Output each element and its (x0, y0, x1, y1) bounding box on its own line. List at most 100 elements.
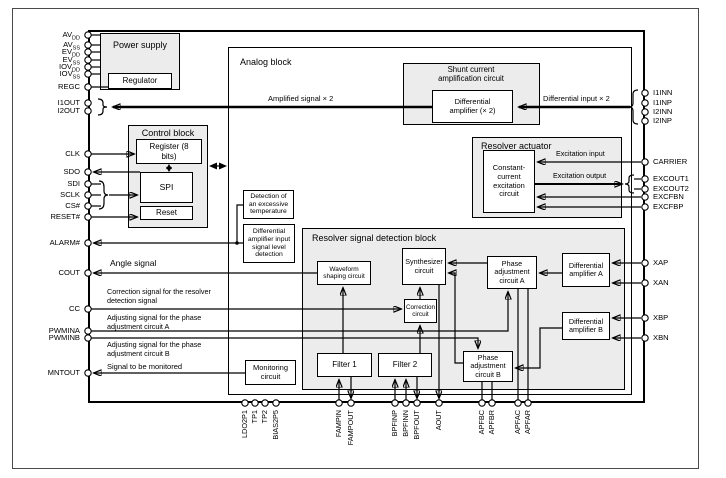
temp-detect-label: Detection of an excessive temperature (248, 192, 289, 216)
pin-label-aout: AOUT (434, 410, 443, 431)
pin-label-avss-base: AV (63, 40, 73, 49)
regulator-box: Regulator (108, 73, 172, 89)
pin-label-cc: CC (69, 304, 80, 313)
phase-adjust-b-box: Phase adjustment circuit B (463, 351, 513, 382)
reset-box: Reset (140, 206, 193, 220)
excitation-output-label: Excitation output (553, 171, 607, 180)
regulator-label: Regulator (122, 76, 158, 86)
pin-label-reset: RESET# (50, 212, 80, 221)
pin-label-evss-base: EV (62, 55, 73, 64)
pin-label-apfac: APFAC (513, 410, 522, 434)
temp-detect-box: Detection of an excessive temperature (243, 190, 294, 219)
diff-input-detect-box: Differential amplifier input signal leve… (243, 224, 295, 263)
pin-label-evss: EVSS (62, 55, 80, 67)
amplified-signal-label: Amplified signal × 2 (268, 94, 334, 103)
pin-label-avss-sub: SS (72, 45, 80, 52)
pin-label-fampin: FAMPIN (334, 410, 343, 438)
pin-label-evss-sub: SS (72, 60, 80, 67)
filter2-box: Filter 2 (378, 353, 432, 377)
pin-label-alarm: ALARM# (49, 238, 80, 247)
monitoring-box: Monitoring circuit (245, 360, 296, 385)
pin-label-evdd-sub: DD (72, 52, 80, 59)
pin-label-i2out: I2OUT (57, 106, 80, 115)
diff-amp-b-label: Differential amplifier B (568, 316, 604, 334)
pin-label-avss: AVSS (63, 40, 80, 52)
register-box: Register (8 bits) (136, 139, 202, 164)
correction-box: Correction circuit (404, 299, 437, 323)
pin-label-iovss-sub: SS (72, 74, 80, 81)
pin-label-ldo2p1: LDO2P1 (240, 410, 249, 438)
pin-label-iovss: IOVSS (59, 69, 80, 81)
pin-label-i1inp: I1INP (653, 98, 672, 107)
pin-label-excfbn: EXCFBN (653, 192, 684, 201)
waveform-box: Waveform shaping circuit (317, 261, 371, 285)
pin-label-bpfout: BPFOUT (412, 410, 421, 440)
pin-label-carrier: CARRIER (653, 157, 688, 166)
control-block-title: Control block (141, 128, 195, 138)
pin-label-sclk: SCLK (60, 190, 80, 199)
adjust-b-signal-label: Adjusting signal for the phase adjustmen… (107, 340, 202, 358)
monitored-signal-label: Signal to be monitored (107, 362, 183, 371)
pin-label-apfbr: APFBR (487, 410, 496, 435)
pin-label-mntout: MNTOUT (47, 368, 80, 377)
spi-label: SPI (159, 181, 174, 192)
adjust-a-signal-label: Adjusting signal for the phase adjustmen… (107, 313, 202, 331)
const-current-box: Constant-current excitation circuit (483, 150, 535, 213)
filter1-label: Filter 1 (332, 360, 357, 370)
figure-frame (12, 8, 699, 469)
pin-label-avdd-base: AV (62, 30, 73, 39)
pin-label-i1out: I1OUT (57, 98, 80, 107)
pin-label-fampout: FAMPOUT (346, 410, 355, 446)
pin-label-regc: REGC (58, 82, 80, 91)
synthesizer-box: Synthesizer circuit (402, 248, 446, 285)
resolver-actuator-title: Resolver actuator (481, 141, 552, 151)
pin-label-evdd: EVDD (61, 47, 80, 59)
diff-amp-x2-box: Differential amplifier (× 2) (432, 90, 513, 123)
pin-label-bpfinn: BPFINN (401, 410, 410, 437)
pin-label-bias2p5: BIAS2P5 (271, 410, 280, 440)
pin-label-sdi: SDI (67, 179, 80, 188)
diff-amp-a-box: Differential amplifier A (562, 253, 610, 287)
monitoring-label: Monitoring circuit (252, 362, 289, 381)
pin-label-i2inp: I2INP (653, 116, 672, 125)
pin-label-apfar: APFAR (523, 410, 532, 434)
correction-label: Correction circuit (405, 303, 436, 318)
pin-label-excout2: EXCOUT2 (653, 184, 689, 193)
pin-label-apfbc: APFBC (477, 410, 486, 435)
diff-amp-b-box: Differential amplifier B (562, 312, 610, 340)
shunt-current-title: Shunt current amplification circuit (438, 65, 504, 83)
pin-label-avdd: AVDD (62, 30, 80, 42)
pin-label-i2inn: I2INN (653, 107, 673, 116)
pin-label-i1inn: I1INN (653, 88, 673, 97)
pin-label-tp1: TP1 (250, 410, 259, 424)
pin-label-evdd-base: EV (61, 47, 73, 56)
pin-label-sdo: SDO (63, 167, 80, 176)
analog-block-title: Analog block (240, 57, 292, 67)
detection-block-title: Resolver signal detection block (312, 233, 437, 243)
waveform-label: Waveform shaping circuit (323, 265, 365, 280)
filter2-label: Filter 2 (392, 360, 418, 370)
diff-input-label: Differential input × 2 (543, 94, 610, 103)
register-label: Register (8 bits) (149, 142, 189, 161)
pin-label-iovss-base: IOV (59, 69, 73, 78)
diff-amp-x2-label: Differential amplifier (× 2) (449, 96, 496, 115)
excitation-input-label: Excitation input (556, 149, 605, 158)
diff-input-detect-label: Differential amplifier input signal leve… (247, 227, 291, 259)
reset-label: Reset (156, 208, 177, 218)
pin-label-clk: CLK (65, 149, 80, 158)
pin-label-iovdd-base: IOV (58, 62, 73, 71)
const-current-label: Constant-current excitation circuit (492, 163, 526, 199)
angle-signal-label: Angle signal (110, 258, 157, 268)
diff-amp-a-label: Differential amplifier A (568, 260, 604, 278)
pin-label-tp2: TP2 (260, 410, 269, 424)
pin-label-xan: XAN (653, 278, 669, 287)
phase-adjust-b-label: Phase adjustment circuit B (470, 353, 506, 379)
filter1-box: Filter 1 (317, 353, 372, 377)
phase-adjust-a-box: Phase adjustment circuit A (487, 256, 537, 289)
pin-label-pwmina: PWMINA (48, 326, 80, 335)
pin-label-iovdd-sub: DD (72, 67, 80, 74)
pin-label-avdd-sub: DD (72, 35, 80, 42)
pin-label-xbn: XBN (653, 333, 669, 342)
pin-label-iovdd: IOVDD (58, 62, 80, 74)
